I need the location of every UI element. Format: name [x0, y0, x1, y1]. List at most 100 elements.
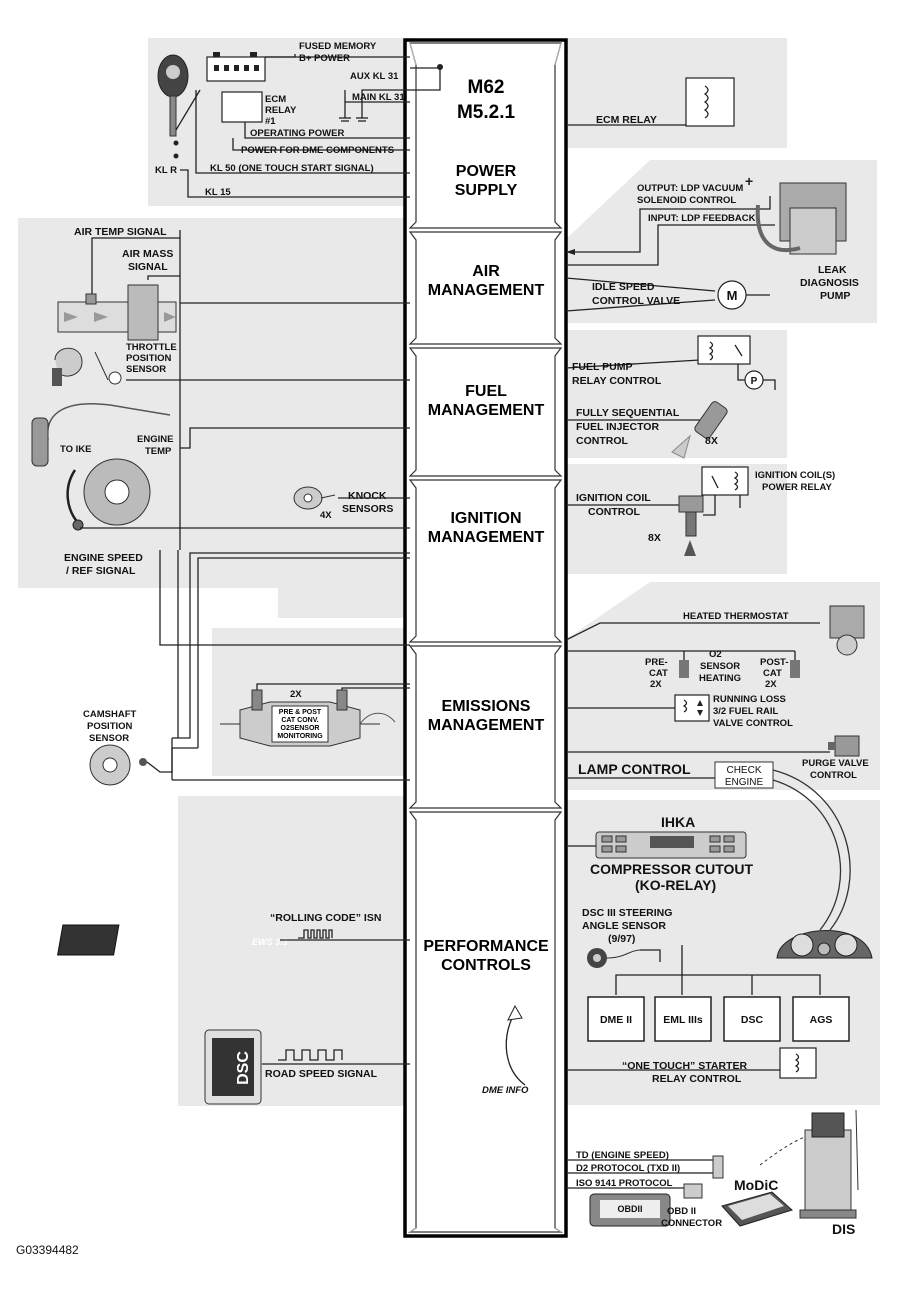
camshaft-line3: SENSOR	[89, 733, 129, 744]
section-performance-line1: PERFORMANCE	[423, 938, 549, 955]
module-ags: AGS	[810, 1014, 833, 1026]
steering-line1: DSC III STEERING	[582, 907, 672, 919]
fused-memory-line2: B+ POWER	[299, 53, 350, 64]
cat-label-line4: MONITORING	[277, 733, 323, 740]
purge-valve-icon	[828, 735, 860, 757]
operating-power-label: OPERATING POWER	[250, 128, 344, 139]
o2-sensor-pre-icon	[679, 660, 689, 678]
cat-count: 2X	[290, 689, 302, 700]
section-power-line2: SUPPLY	[455, 182, 518, 199]
throttle-line3: SENSOR	[126, 364, 166, 375]
dme-column: M62 M5.2.1 POWER SUPPLY AIR MANAGEMENT F…	[403, 38, 568, 1238]
camshaft-wheel-icon	[89, 744, 147, 786]
power-supply-group: ECM RELAY #1 FUSED MEMORY B+ POWER AUX K…	[155, 41, 735, 198]
module-dme: DME II	[600, 1014, 632, 1026]
section-power-line1: POWER	[456, 163, 517, 180]
ecm-relay-right-box	[685, 77, 735, 127]
modic-label: MoDiC	[734, 1177, 778, 1193]
ecm-relay-left-line3: #1	[265, 116, 276, 127]
instrument-cluster-icon	[776, 930, 873, 959]
camshaft-line1: CAMSHAFT	[83, 709, 136, 720]
coil-line1: IGNITION COIL	[576, 492, 651, 504]
motor-symbol: M	[727, 288, 738, 303]
ldp-input-label: INPUT: LDP FEEDBACK	[648, 213, 756, 224]
dis-label: DIS	[832, 1221, 855, 1237]
engine-temp-line2: TEMP	[145, 446, 172, 457]
obd-line2: CONNECTOR	[661, 1218, 722, 1229]
ihka-label: IHKA	[661, 814, 695, 830]
ihka-panel-icon	[595, 831, 747, 859]
injector-count: 8X	[705, 435, 718, 447]
running-loss-line3: VALVE CONTROL	[713, 718, 793, 729]
section-air-line2: MANAGEMENT	[428, 282, 545, 299]
section-ignition-line2: MANAGEMENT	[428, 529, 545, 546]
dsc-module-icon: DSC	[204, 1029, 262, 1105]
module-dsc: DSC	[741, 1014, 764, 1026]
running-loss-line2: 3/2 FUEL RAIL	[713, 706, 778, 717]
fuel-injector-icon	[671, 401, 728, 459]
coil-count: 8X	[648, 532, 661, 544]
ecm-relay-left-line1: ECM	[265, 94, 286, 105]
check-engine-line1: CHECK	[726, 765, 761, 776]
fuel-pump-line1: FUEL PUMP	[572, 361, 632, 373]
d2-label: D2 PROTOCOL (TXD II)	[576, 1163, 680, 1174]
o2-heat-line3: HEATING	[699, 673, 741, 684]
section-emissions-line1: EMISSIONS	[442, 698, 531, 715]
crank-wheel-icon	[66, 458, 151, 531]
battery-icon	[206, 52, 266, 82]
steering-line3: (9/97)	[608, 933, 635, 945]
obd-reader-icon: OBDII	[589, 1193, 671, 1227]
power-dme-label: POWER FOR DME COMPONENTS	[241, 145, 394, 156]
post-cat-line2: CAT	[763, 668, 782, 679]
check-engine-box	[714, 761, 774, 789]
running-loss-valve-box	[674, 694, 710, 722]
figure-id: G03394482	[16, 1243, 79, 1257]
injector-line2: FUEL INJECTOR	[576, 421, 659, 433]
compressor-line1: COMPRESSOR CUTOUT	[590, 861, 754, 877]
post-cat-line1: POST-	[760, 657, 789, 668]
coil-relay-line2: POWER RELAY	[762, 482, 833, 493]
ews-module-icon: EWS 3.3	[57, 924, 288, 956]
coil-relay-box	[701, 466, 749, 496]
fuel-pump-line2: RELAY CONTROL	[572, 375, 662, 387]
emissions-group: HEATED THERMOSTAT PRE- CAT 2X O2 SENSOR …	[83, 550, 869, 931]
obd-line1: OBD II	[667, 1206, 696, 1217]
fuel-pump-relay-box	[697, 335, 751, 365]
cat-label-line2: CAT CONV.	[281, 717, 318, 724]
air-temp-signal-label: AIR TEMP SIGNAL	[74, 226, 167, 238]
section-fuel-line2: MANAGEMENT	[428, 402, 545, 419]
idle-line1: IDLE SPEED	[592, 281, 655, 293]
section-fuel-line1: FUEL	[465, 383, 507, 400]
o2-heat-line2: SENSOR	[700, 661, 740, 672]
section-ignition-line1: IGNITION	[450, 510, 521, 527]
engine-speed-line1: ENGINE SPEED	[64, 552, 143, 564]
idle-line2: CONTROL VALVE	[592, 295, 680, 307]
knock-count: 4X	[320, 510, 332, 521]
engine-temp-sensor-icon	[31, 403, 171, 467]
injector-line1: FULLY SEQUENTIAL	[576, 407, 680, 419]
kl50-label: KL 50 (ONE TOUCH START SIGNAL)	[210, 163, 374, 174]
engine-speed-line2: / REF SIGNAL	[66, 565, 136, 577]
fused-memory-line1: FUSED MEMORY	[299, 41, 377, 52]
ecm-relay-box	[221, 91, 263, 123]
fuel-management-group: TO IKE ENGINE TEMP P FUEL PUMP RELAY CON…	[31, 335, 776, 467]
obd-connector-box	[683, 1183, 703, 1199]
engine-temp-line1: ENGINE	[137, 434, 173, 445]
purge-line1: PURGE VALVE	[802, 758, 869, 769]
steering-line2: ANGLE SENSOR	[582, 920, 666, 932]
main-kl31-label: MAIN KL 31	[352, 92, 405, 103]
td-label: TD (ENGINE SPEED)	[576, 1150, 669, 1161]
lamp-control-label: LAMP CONTROL	[578, 761, 691, 777]
section-emissions-line2: MANAGEMENT	[428, 717, 545, 734]
aux-kl31-label: AUX KL 31	[350, 71, 399, 82]
injector-line3: CONTROL	[576, 435, 628, 447]
starter-line1: “ONE TOUCH” STARTER	[622, 1060, 747, 1072]
camshaft-line2: POSITION	[87, 721, 133, 732]
air-mass-line2: SIGNAL	[128, 261, 168, 273]
ignition-key-icon	[157, 54, 189, 137]
leak-line1: LEAK	[818, 264, 847, 276]
running-loss-line1: RUNNING LOSS	[713, 694, 786, 705]
catalytic-converter-icon	[220, 689, 396, 747]
steering-sensor-icon	[587, 948, 641, 968]
